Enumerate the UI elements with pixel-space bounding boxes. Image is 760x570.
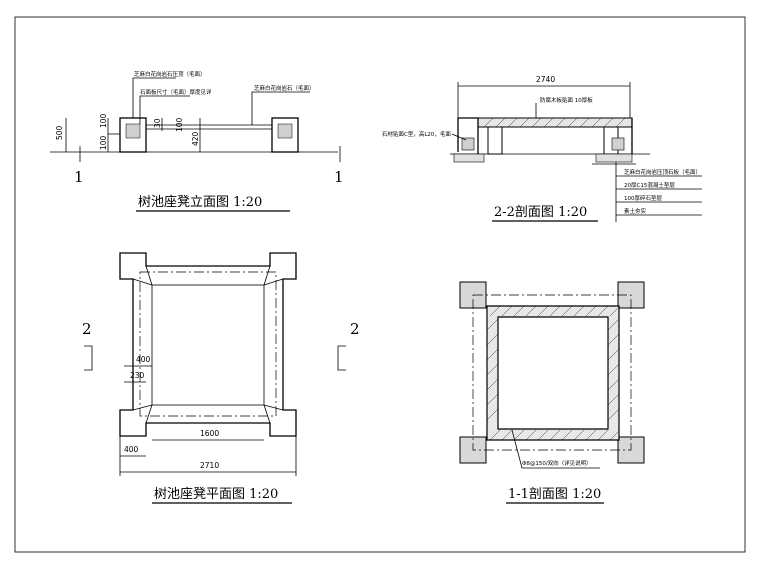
sheet-border xyxy=(14,16,746,553)
section-mark-1-right: 1 xyxy=(334,168,344,186)
section11-drawing: Φ8@150/双向（详见说明） xyxy=(459,281,645,469)
note-top-right: 芝麻白花岗岩石（毛面） xyxy=(254,84,315,92)
right-stone xyxy=(611,137,625,151)
note-mid-left: 石面板尺寸（毛面）厚度见详 xyxy=(140,88,212,96)
left-footing xyxy=(453,153,485,163)
mitre-tr xyxy=(263,265,271,286)
mitre-br2 xyxy=(263,404,284,411)
dim-230: 230 xyxy=(130,371,145,380)
note-top-left: 芝麻白花岗岩石压顶（毛面） xyxy=(134,70,206,78)
elevation-drawing: 芝麻白花岗岩石压顶（毛面） 石面板尺寸（毛面）厚度见详 芝麻白花岗岩石（毛面） … xyxy=(50,70,344,186)
dim-420: 420 xyxy=(191,131,200,146)
section11-centerline xyxy=(472,294,632,451)
dim-2710: 2710 xyxy=(200,461,219,470)
mitre-bl xyxy=(145,404,153,424)
left-pier-stone xyxy=(125,123,141,139)
seat-board xyxy=(477,117,633,128)
layer-note-3: 素土夯实 xyxy=(624,207,647,215)
dim-30: 30 xyxy=(153,118,162,128)
section11-title: 1-1剖面图 1:20 xyxy=(508,487,601,502)
left-post xyxy=(487,126,503,155)
leader-top-right xyxy=(251,91,310,125)
note-board: 防腐木板贴面 10厚板 xyxy=(540,96,593,104)
dim-100-bottom: 100 xyxy=(99,135,108,150)
left-wall xyxy=(458,117,479,154)
plan-centerline xyxy=(139,271,277,417)
right-pier xyxy=(271,117,299,153)
mitre-tr2 xyxy=(263,278,284,286)
right-pier-stone xyxy=(277,123,293,139)
plan-outline xyxy=(119,252,297,437)
section-mark-2-left: 2 xyxy=(82,320,92,338)
section22-title: 2-2剖面图 1:20 xyxy=(494,205,587,220)
note-side: 石材贴面C型，高L20，毛面 xyxy=(382,130,451,138)
mitre-bl2 xyxy=(132,404,153,411)
note-rebar: Φ8@150/双向（详见说明） xyxy=(522,459,592,467)
right-footing xyxy=(595,153,633,163)
section-mark-2-left-bracket xyxy=(84,345,93,371)
plan-drawing: 400 230 1600 400 2710 2 2 xyxy=(82,252,360,476)
dim-100-mid: 100 xyxy=(175,117,184,132)
dim-2740: 2740 xyxy=(536,75,555,84)
mitre-br xyxy=(263,404,271,424)
section-mark-2-right-bracket xyxy=(337,345,346,371)
seat-board-hatch xyxy=(483,117,626,128)
wall-hatch xyxy=(486,305,620,441)
dim-1600: 1600 xyxy=(200,429,219,438)
elevation-title: 树池座凳立面图 1:20 xyxy=(138,194,262,210)
layer-note-2: 100厚碎石垫层 xyxy=(624,194,662,202)
section-mark-1-left: 1 xyxy=(74,168,84,186)
layer-note-1: 20厚C15混凝土垫层 xyxy=(624,181,675,189)
left-stone xyxy=(461,137,475,151)
mitre-tl xyxy=(145,265,153,286)
leader-top-left xyxy=(132,77,176,118)
leader-side xyxy=(451,133,467,141)
dim-400-upper: 400 xyxy=(136,355,151,364)
leader-mid-left xyxy=(139,95,190,124)
dim-100-top: 100 xyxy=(99,113,108,128)
wall-ring xyxy=(486,305,620,441)
section-mark-2-right: 2 xyxy=(350,320,360,338)
leader-rebar xyxy=(511,429,600,469)
plan-title: 树池座凳平面图 1:20 xyxy=(154,486,278,502)
layer-note-0: 芝麻白花岗岩压顶石板（毛面） xyxy=(624,168,701,176)
section22-drawing: 2740 防腐木板贴面 10厚板 石材贴面C型，高L20，毛面 xyxy=(382,75,702,222)
mitre-tl2 xyxy=(132,278,153,286)
plan-inner xyxy=(151,284,265,406)
dim-500: 500 xyxy=(55,125,64,140)
dim-400-lower: 400 xyxy=(124,445,139,454)
